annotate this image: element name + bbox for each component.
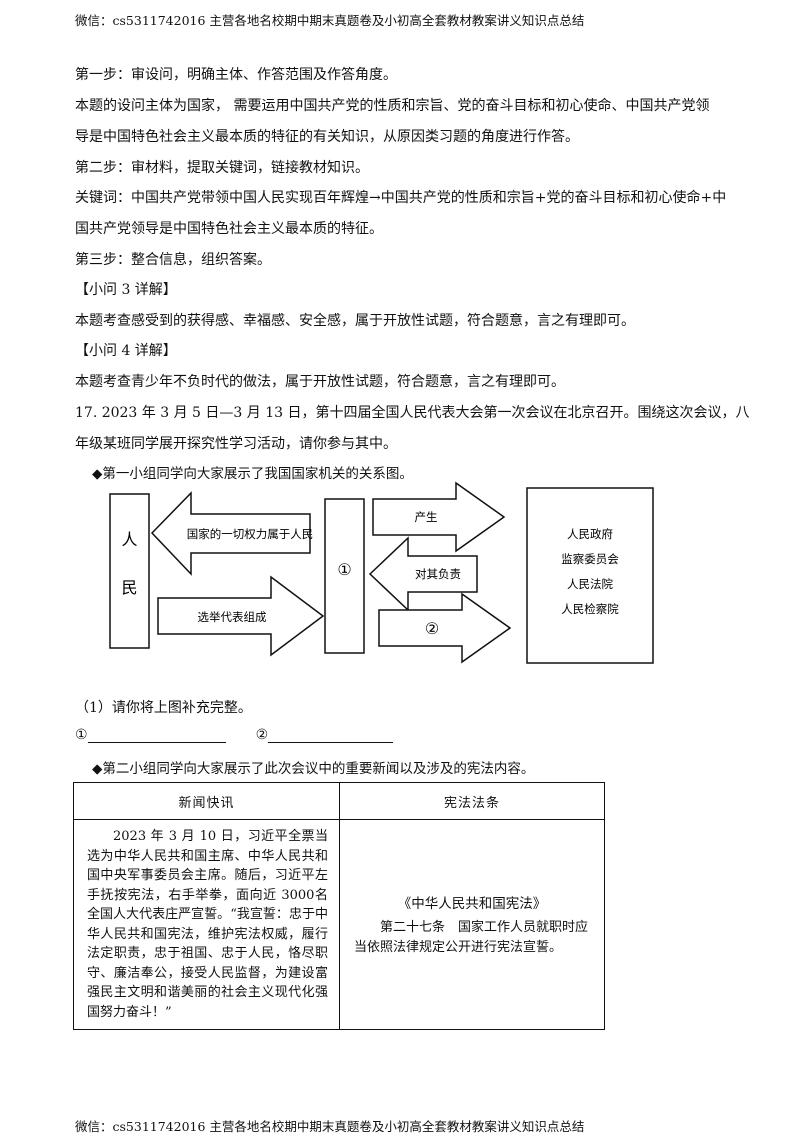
people-char-2: 民 (121, 578, 137, 597)
law-title: 《中华人民共和国宪法》 (397, 895, 547, 912)
news-line: 左手抚按宪法，右手举拳，面向近 3000 (87, 868, 328, 903)
news-line: 督，为建设富强民主文明和谐美丽的社 (87, 965, 328, 1001)
state-organs-diagram: 人 民 国家的一切权力属于人民 选举代表组成 ① 产生 对其负责 ② 人民政府 … (109, 481, 654, 664)
news-column-header: 新闻快讯 (73, 782, 340, 820)
news-line: 为中华人民共和国主席、中华人民共和 (100, 848, 328, 864)
arrow-elect-right (157, 575, 325, 657)
news-line: 国中央军事委员会主席。随后，习近平 (87, 868, 315, 883)
law-cell: 《中华人民共和国宪法》 第二十七条 国家工作人员就职时应当依照法律规定公开进行宪… (339, 819, 605, 1030)
law-text: 第二十七条 国家工作人员就职时应当依照法律规定公开进行宪法宣誓。 (354, 918, 590, 958)
group2-intro: ◆第二小组同学向大家展示了此次会议中的重要新闻以及涉及的宪法内容。 (92, 761, 535, 777)
arrow-blank-label: ② (425, 619, 439, 638)
center-blank-label: ① (337, 560, 351, 579)
step1-line: 第一步：审设问，明确主体、作答范围及作答角度。 (75, 67, 397, 83)
subquestion4-heading: 【小问 4 详解】 (75, 343, 177, 359)
arrow-blank-right (378, 592, 512, 664)
organ-supervisory-commission: 监察委员会 (561, 552, 619, 566)
arrow-elect-label: 选举代表组成 (198, 610, 267, 624)
arrow-power-left (150, 491, 311, 576)
arrow-produce-label: 产生 (415, 510, 438, 524)
organ-government: 人民政府 (567, 527, 613, 541)
question17-line-2: 年级某班同学展开探究性学习活动，请你参与其中。 (75, 436, 397, 452)
subquestion3-heading: 【小问 3 详解】 (75, 282, 177, 298)
blank1-line[interactable] (87, 728, 226, 743)
subquestion3-answer: 本题考查感受到的获得感、幸福感、安全感，属于开放性试题，符合题意，言之有理即可。 (75, 313, 635, 329)
question17-line-1: 17. 2023 年 3 月 5 日—3 月 13 日，第十四届全国人民代表大会… (75, 405, 750, 421)
news-line: 2023 年 3 月 10 日，习近平全票当选 (87, 829, 328, 864)
news-line: 忠于中华人民共和国宪法，维护宪法权 (87, 907, 328, 942)
center-box (324, 498, 365, 654)
analysis-line-1: 本题的设问主体为国家， 需要运用中国共产党的性质和宗旨、党的奋斗目标和初心使命、… (75, 98, 710, 114)
step2-line: 第二步：审材料，提取关键词，链接教材知识。 (75, 160, 369, 176)
news-text: 2023 年 3 月 10 日，习近平全票当选为中华人民共和国主席、中华人民共和… (75, 821, 338, 1028)
organ-procuratorate: 人民检察院 (561, 602, 619, 616)
arrow-power-label: 国家的一切权力属于人民 (187, 527, 314, 541)
news-law-table: 新闻快讯 宪法法条 2023 年 3 月 10 日，习近平全票当选为中华人民共和… (73, 782, 605, 1030)
blank2-label: ② (255, 727, 269, 743)
law-column-header: 宪法法条 (339, 782, 605, 820)
news-line: 会主义现代化强国努力奋斗！” (87, 985, 328, 1020)
law-line: 应当依照法律规定公开进行宪法宣誓。 (354, 919, 589, 955)
step3-line: 第三步：整合信息，组织答案。 (75, 252, 271, 268)
news-line: 名全国人大代表庄严宣誓。“我宣誓： (87, 887, 328, 923)
blank1-label: ① (75, 727, 88, 743)
question1-prompt: （1）请你将上图补充完整。 (75, 700, 252, 716)
people-char-1: 人 (121, 530, 137, 549)
law-line: 第二十七条 国家工作人员就职时 (380, 919, 576, 935)
arrow-produce-right (372, 481, 506, 553)
analysis-line-2: 导是中国特色社会主义最本质的特征的有关知识，从原因类习题的角度进行作答。 (75, 129, 579, 145)
arrow-responsible-label: 对其负责 (415, 567, 461, 581)
arrow-responsible-left (368, 536, 478, 612)
news-cell: 2023 年 3 月 10 日，习近平全票当选为中华人民共和国主席、中华人民共和… (73, 819, 340, 1030)
keywords-line-1: 关键词：中国共产党带领中国人民实现百年辉煌→中国共产党的性质和宗旨+党的奋斗目标… (75, 190, 727, 206)
news-line: 民，恪尽职守、廉洁奉公，接受人民监 (87, 946, 328, 981)
page-footer: 微信：cs5311742016 主营各地名校期中期末真题卷及小初高全套教材教案讲… (75, 1119, 585, 1134)
group1-intro: ◆第一小组同学向大家展示了我国国家机关的关系图。 (92, 466, 413, 482)
subquestion4-answer: 本题考查青少年不负时代的做法，属于开放性试题，符合题意，言之有理即可。 (75, 374, 565, 390)
news-line: 威，履行法定职责，忠于祖国、忠于人 (87, 926, 328, 962)
keywords-line-2: 国共产党领导是中国特色社会主义最本质的特征。 (75, 221, 383, 237)
organs-box (526, 487, 654, 664)
page-header: 微信：cs5311742016 主营各地名校期中期末真题卷及小初高全套教材教案讲… (75, 13, 585, 28)
blank2-line[interactable] (268, 728, 394, 743)
people-box (109, 493, 150, 649)
organ-court: 人民法院 (567, 577, 613, 591)
